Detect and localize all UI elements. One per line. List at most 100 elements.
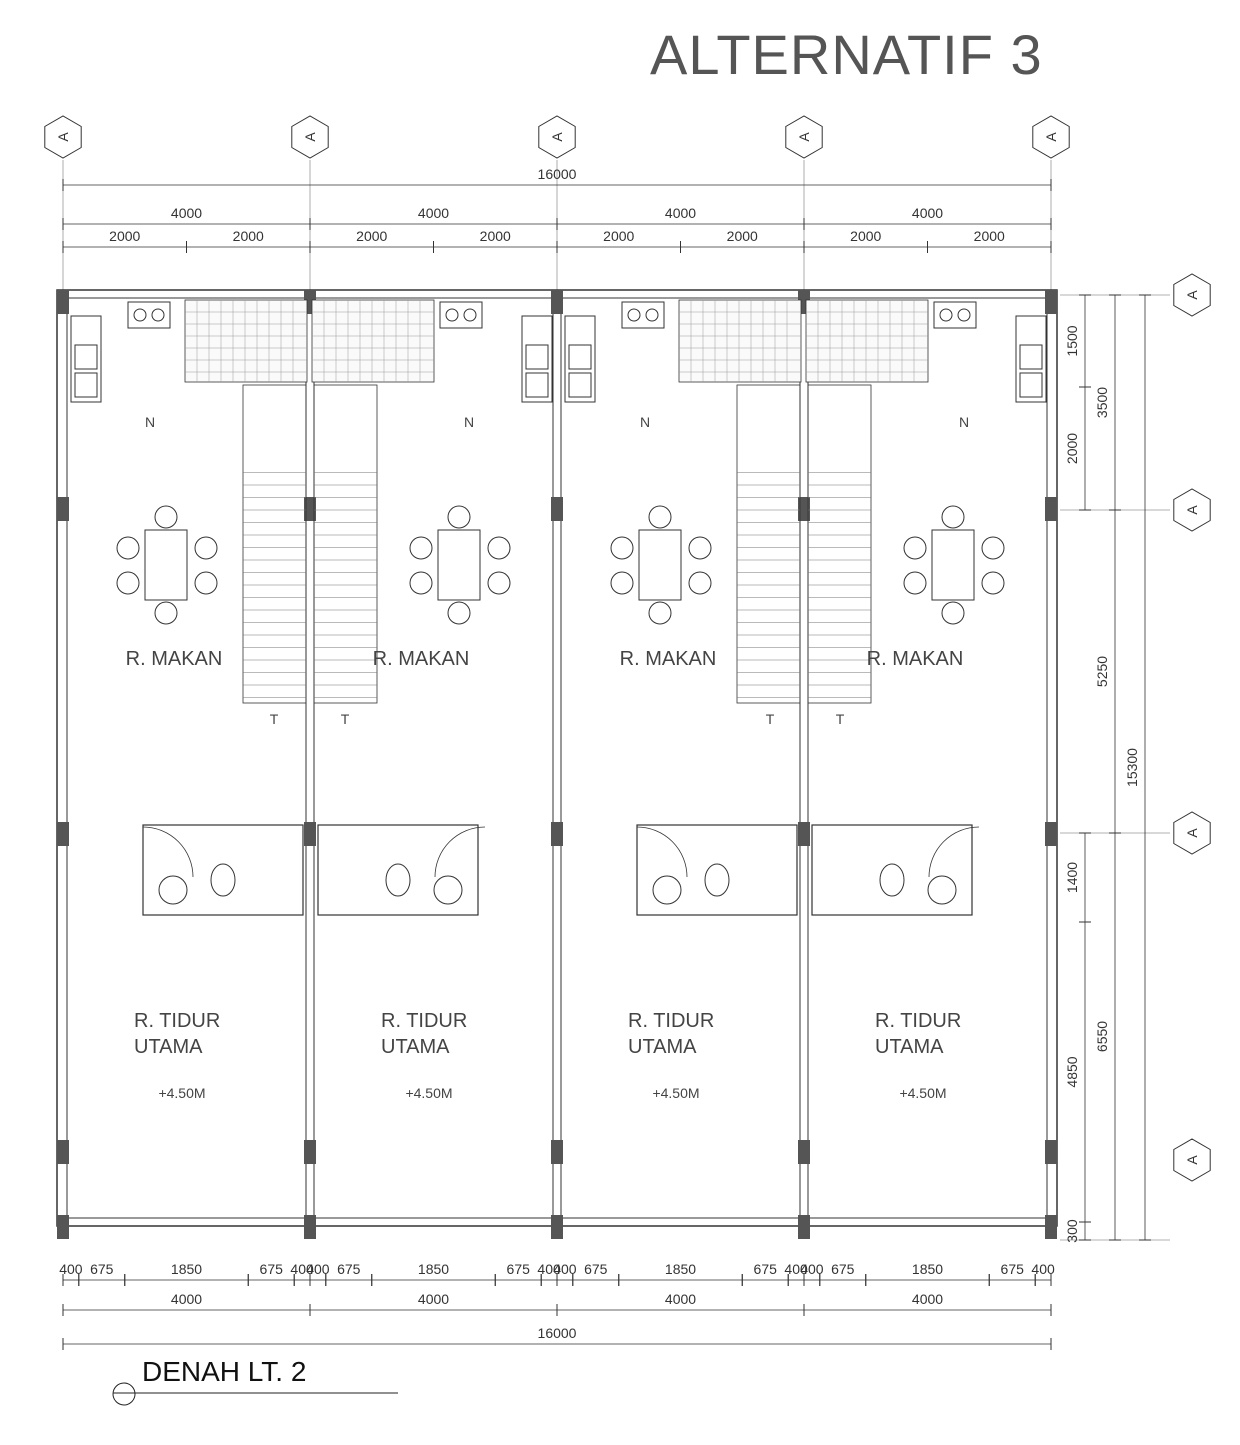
bedroom-label: R. TIDUR [875,1010,961,1032]
column [1045,1140,1057,1164]
dimension-top-half: 2000 [974,228,1005,244]
sink-basin [74,344,98,370]
dimension-bottom-window: 400 [59,1261,83,1277]
dimension-right: 1400 [1064,862,1080,893]
stair-flight [807,384,872,704]
grid-marker-label: A [1184,290,1200,300]
column [551,497,563,521]
dimension-bottom-window: 675 [1001,1261,1025,1277]
door-swing [142,826,194,878]
dimension-right-total: 15300 [1124,748,1140,787]
dining-chair [409,571,433,595]
unit-fixtures [70,299,308,916]
dining-chair [941,505,965,529]
bathroom-lower [142,824,304,916]
column [798,497,810,521]
stove-icon [439,301,483,329]
dining-table [638,529,682,601]
staircase [242,384,307,704]
dining-chair [648,601,672,625]
dining-chair [610,536,634,560]
column [57,822,69,846]
bedroom-label: UTAMA [875,1036,944,1058]
dimension-right: 300 [1064,1219,1080,1243]
dimension-bottom-window: 675 [90,1261,114,1277]
stair-up-label: N [145,414,155,430]
column [304,1215,316,1239]
stair-flight [242,384,307,704]
toilet-icon [704,863,730,897]
column [551,1215,563,1239]
dimension-top-half: 2000 [109,228,140,244]
burner-icon [151,308,165,322]
dimension-top-half: 2000 [603,228,634,244]
toilet-icon [385,863,411,897]
grid-marker [538,115,576,159]
burner-icon [627,308,641,322]
dining-room-label: R. MAKAN [126,648,223,670]
dimension-top-bay: 4000 [171,205,202,221]
grid-marker [785,115,823,159]
burner-icon [133,308,147,322]
column [551,1140,563,1164]
sink-icon [564,315,596,403]
dimension-bottom-window: 400 [537,1261,561,1277]
door-swing [434,826,486,878]
grid-marker [1173,273,1211,317]
dimension-bottom-window: 400 [784,1261,808,1277]
dimension-bottom-window: 675 [507,1261,531,1277]
column [798,822,810,846]
dining-chair [409,536,433,560]
door-swing [636,826,688,878]
staircase [736,384,801,704]
grid-marker-label: A [1184,505,1200,515]
washbasin-icon [652,875,682,905]
grid-marker [291,115,329,159]
elevation-label: +4.50M [899,1085,946,1101]
bedroom-label: UTAMA [628,1036,697,1058]
grid-marker [1173,1138,1211,1182]
bathroom-lower [317,824,479,916]
sink-basin [525,344,549,370]
grid-marker-label: A [302,132,318,142]
sink-basin [568,344,592,370]
stair-down-label: T [766,711,775,727]
dimension-bottom-window: 400 [290,1261,314,1277]
bathroom-upper [311,299,435,383]
stair-up-label: N [959,414,969,430]
door-swing [928,826,980,878]
dimension-bottom-window: 675 [337,1261,361,1277]
stair-up-label: N [640,414,650,430]
toilet-icon [210,863,236,897]
column [57,290,69,314]
dining-chair [194,536,218,560]
dimension-bottom-window: 1850 [665,1261,696,1277]
bathroom-upper [805,299,929,383]
bedroom-label: R. TIDUR [381,1010,467,1032]
stove-icon [621,301,665,329]
burner-icon [957,308,971,322]
dimension-top-total: 16000 [538,166,577,182]
grid-marker [1173,811,1211,855]
dining-chair [981,536,1005,560]
stove-icon [127,301,171,329]
dimension-top-bay: 4000 [418,205,449,221]
dining-chair [487,536,511,560]
washbasin-icon [158,875,188,905]
bedroom-label: R. TIDUR [628,1010,714,1032]
column [304,497,316,521]
bathroom-lower [811,824,973,916]
burner-icon [463,308,477,322]
staircase [313,384,378,704]
bathroom-lower [636,824,798,916]
dining-chair [688,536,712,560]
grid-marker-label: A [796,132,812,142]
grid-marker-label: A [1043,132,1059,142]
dimension-top-half: 2000 [727,228,758,244]
drawing-label: DENAH LT. 2 [142,1356,307,1387]
dining-room-label: R. MAKAN [867,648,964,670]
dining-chair [610,571,634,595]
burner-icon [645,308,659,322]
dining-chair [154,601,178,625]
